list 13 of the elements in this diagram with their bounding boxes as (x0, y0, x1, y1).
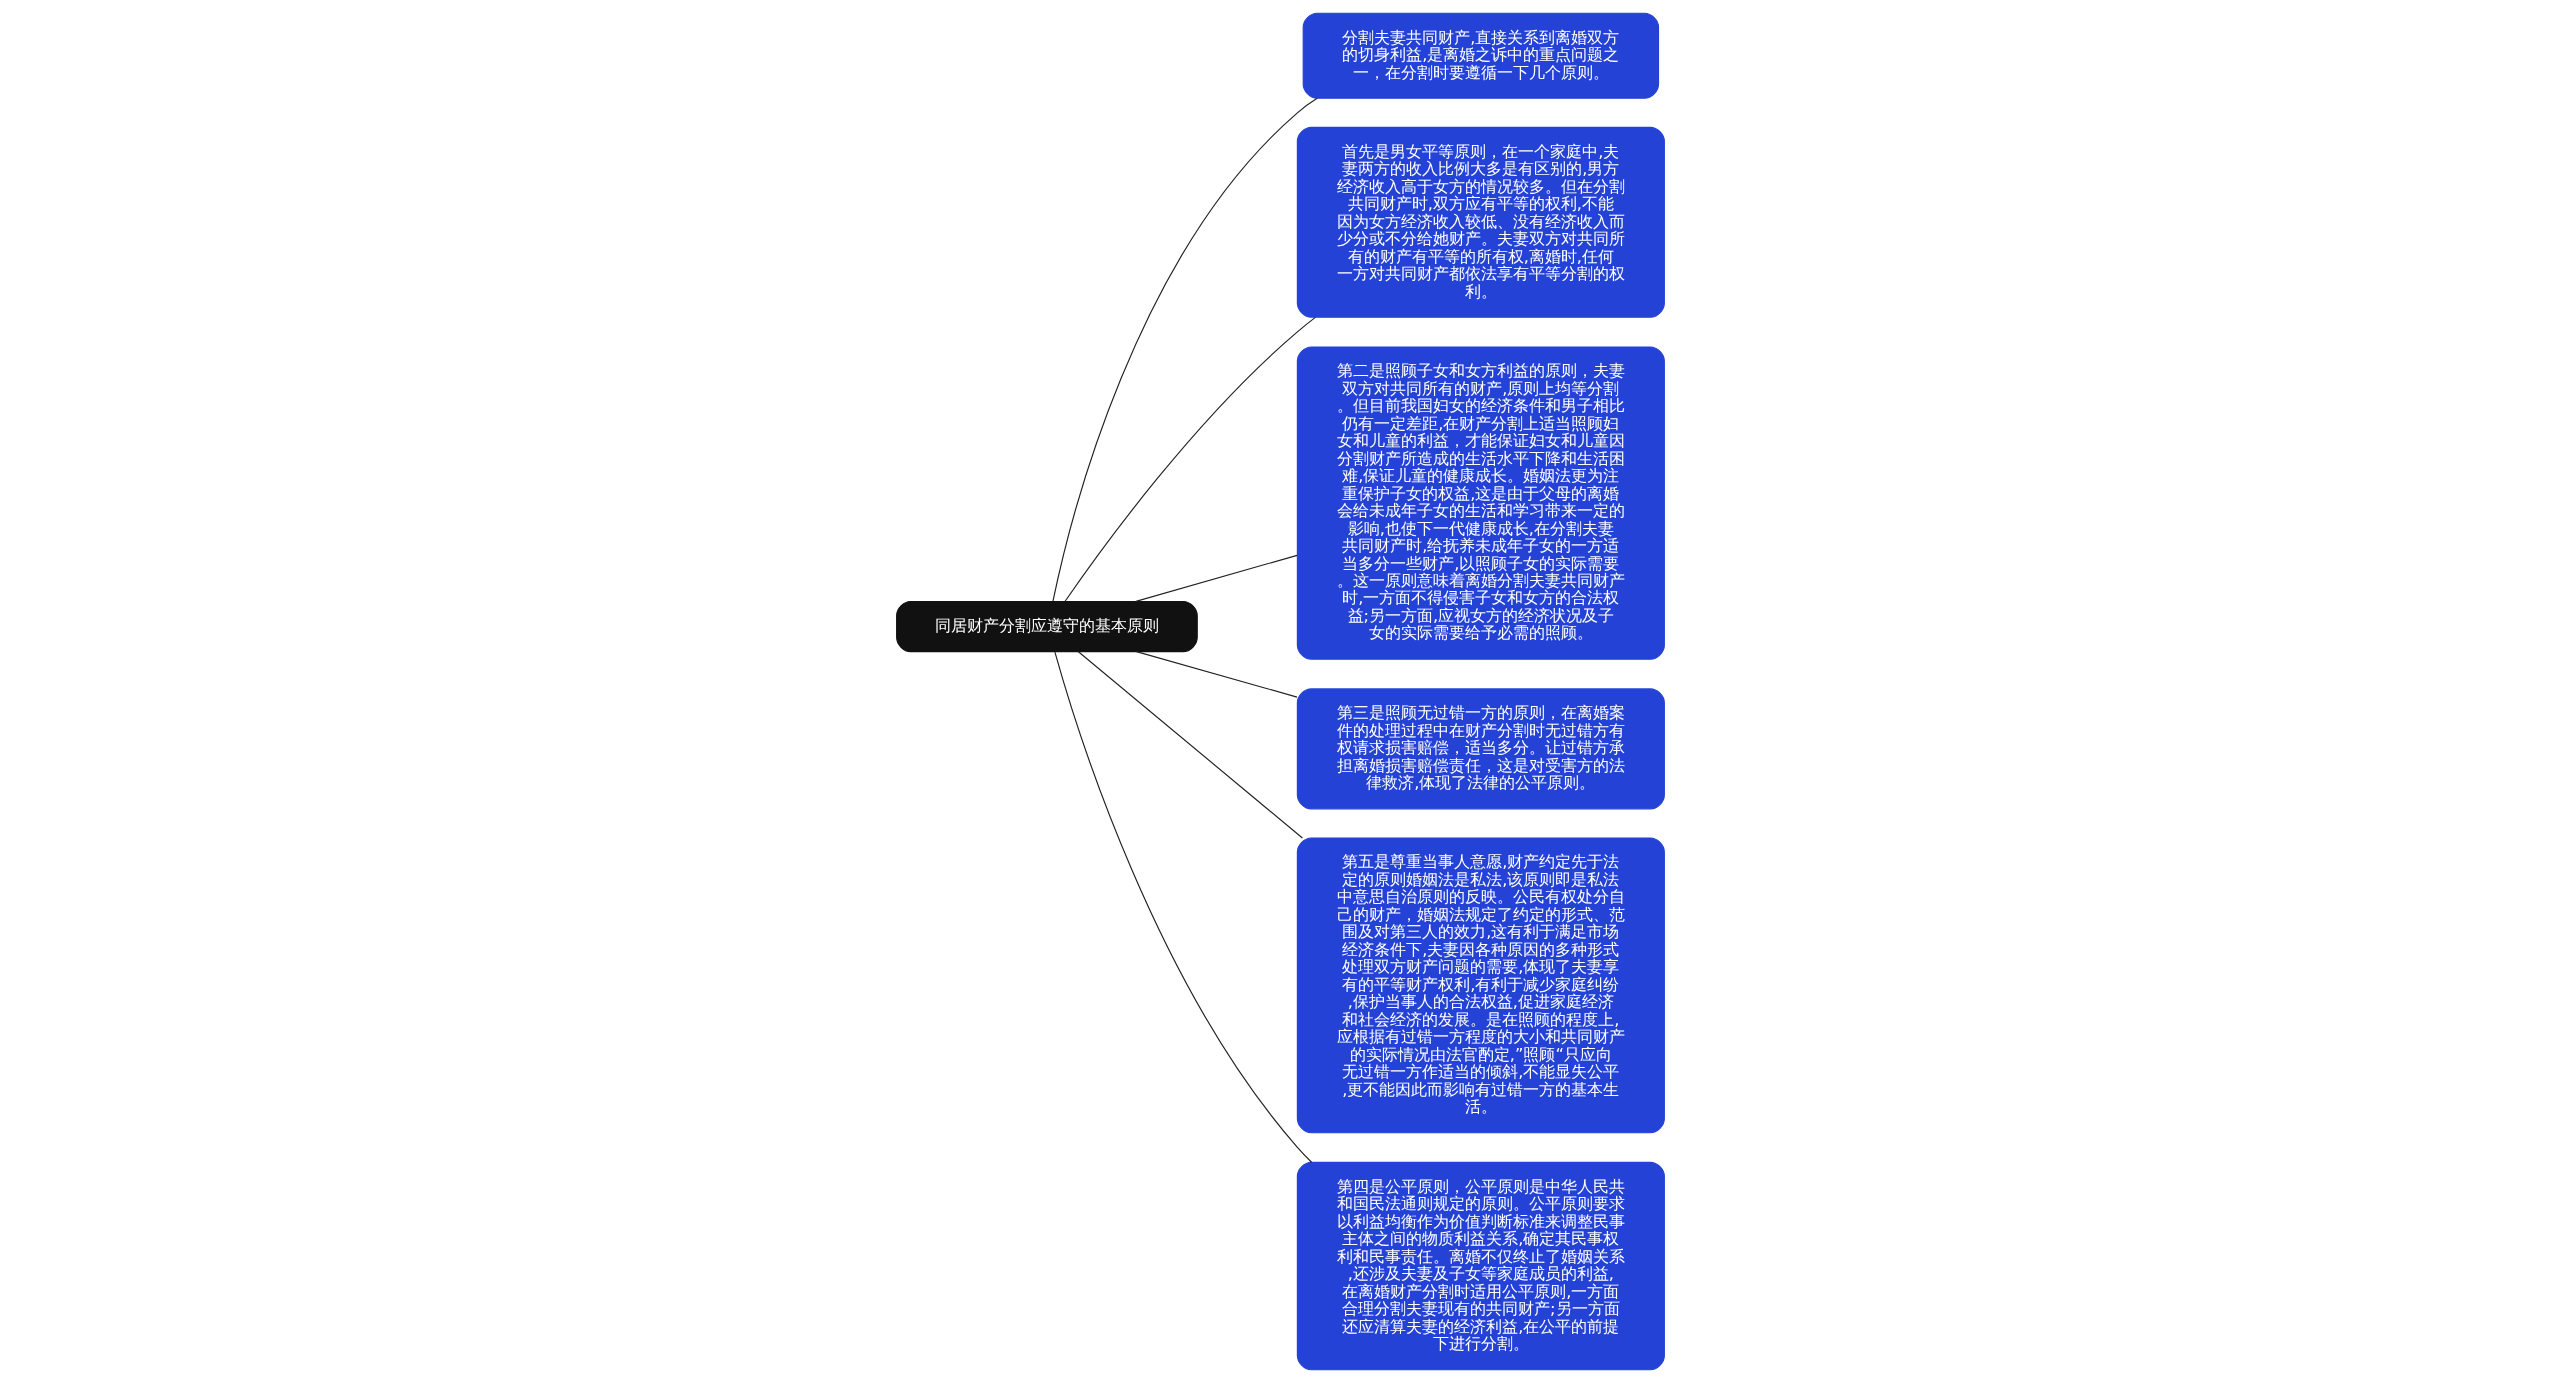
node-box: 第二是照顾子女和女方利益的原则，夫妻双方对共同所有的财产,原则上均等分割。但目前我国妇女的经济条件和男子相比仍有一定差距,在财产分割上适当照顾妇女和儿童的利益，才能保证妇女和儿童因分割财产所造成的生活水平下降和生活困难,保证儿童的健康成长。婚姻法更为注重保护子女的权益,这是由于父母的离婚会给未成年子女的生活和学习带来一定的影响,也使下一代健康成长,在分割夫妻共同财产时,给抚养未成年子女的一方适当多分一些财产,以照顾子女的实际需要。这一原则意味着离婚分割夫妻共同财产时,一方面不得侵害子女和女方的合法权益;另一方面,应视女方的经济状况及子女的实际需要给予必需的照顾。 (1296, 346, 1665, 660)
node-box: 第五是尊重当事人意愿,财产约定先于法定的原则婚姻法是私法,该原则即是私法中意思自治原则的反映。公民有权处分自己的财产，婚姻法规定了约定的形式、范围及对第三人的效力,这有利于满足市场经济条件下,夫妻因各种原因的多种形式处理双方财产问题的需要,体现了夫妻享有的平等财产权利,有利于减少家庭纠纷,保护当事人的合法权益,促进家庭经济和社会经济的发展。是在照顾的程度上,应根据有过错一方程度的大小和共同财产的实际情况由法官酌定,”照顾“只应向无过错一方作适当的倾斜,不能显失公平,更不能因此而影响有过错一方的基本生活。 (1296, 837, 1665, 1134)
connector (1077, 651, 1303, 839)
node-box: 同居财产分割应遵守的基本原则 (895, 600, 1198, 653)
connector (1053, 651, 1312, 1163)
node-box: 第三是照顾无过错一方的原则，在离婚案件的处理过程中在财产分割时无过错方有权请求损害赔偿，适当多分。让过错方承担离婚损害赔偿责任，这是对受害方的法律救济,体现了法律的公平原则。 (1296, 688, 1665, 810)
connector (1064, 316, 1316, 602)
connector (1135, 651, 1298, 698)
node-box: 分割夫妻共同财产,直接关系到离婚双方的切身利益,是离婚之诉中的重点问题之一，在分割时要遵循一下几个原则。 (1302, 12, 1659, 99)
connector (1134, 554, 1298, 602)
connector (1051, 97, 1318, 602)
node-box: 第四是公平原则，公平原则是中华人民共和国民法通则规定的原则。公平原则要求以利益均衡作为价值判断标准来调整民事主体之间的物质利益关系,确定其民事权利和民事责任。离婚不仅终止了婚姻关系,还涉及夫妻及子女等家庭成员的利益,在离婚财产分割时适用公平原则,一方面合理分割夫妻现有的共同财产;另一方面还应清算夫妻的经济利益,在公平的前提下进行分割。 (1296, 1161, 1665, 1371)
node-box: 首先是男女平等原则，在一个家庭中,夫妻两方的收入比例大多是有区别的,男方经济收入高于女方的情况较多。但在分割共同财产时,双方应有平等的权利,不能因为女方经济收入较低、没有经济收入而少分或不分给她财产。夫妻双方对共同所有的财产有平等的所有权,离婚时,任何一方对共同财产都依法享有平等分割的权利。 (1296, 126, 1665, 318)
